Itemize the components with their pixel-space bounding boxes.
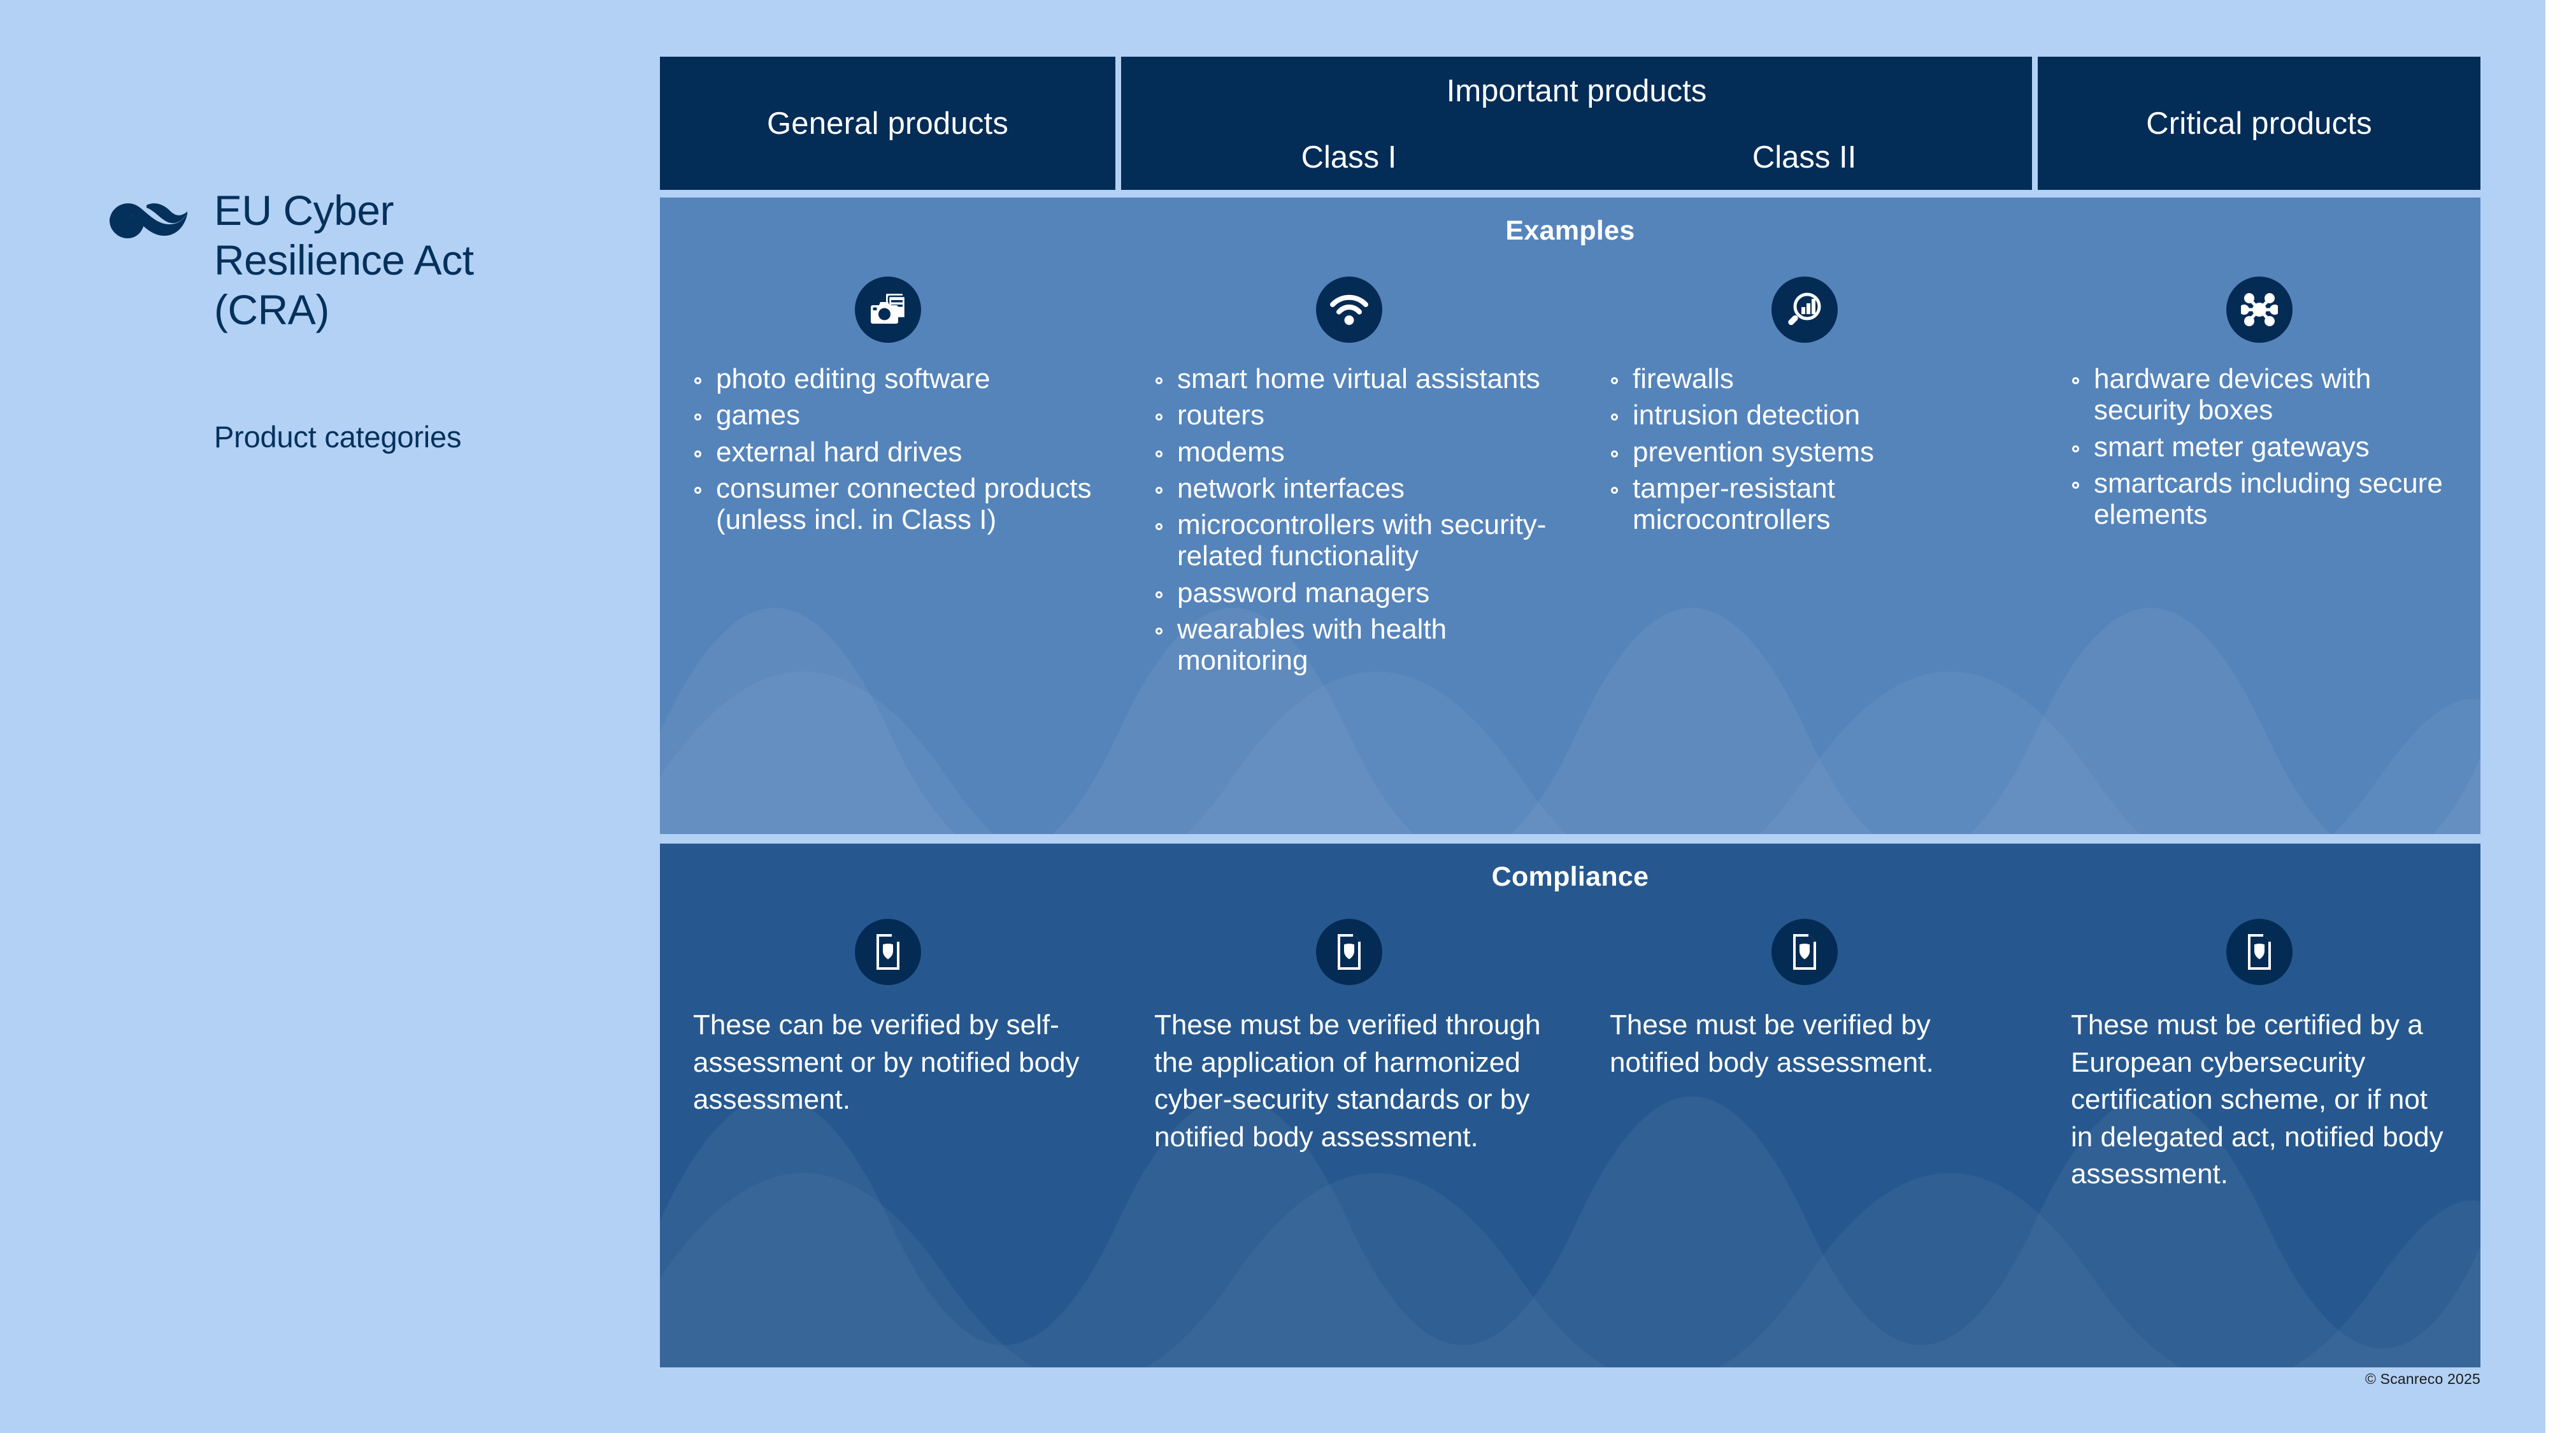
examples-list-class-2: firewalls intrusion detection prevention s… xyxy=(1577,363,2032,535)
compliance-icon-wrap xyxy=(1121,915,1577,989)
examples-icon-wrap xyxy=(1121,273,1577,347)
list-item: intrusion detection xyxy=(1610,400,2013,431)
list-item: consumer connected products (unless incl… xyxy=(693,473,1096,536)
list-item: password managers xyxy=(1154,577,1557,608)
page-subtitle: Product categories xyxy=(214,419,462,454)
document-shield-icon xyxy=(2226,919,2293,985)
compliance-column-critical: These must be certified by a European cy… xyxy=(2038,915,2480,1193)
compliance-icon-wrap xyxy=(1577,915,2032,989)
compliance-panel: Compliance These can be verified by self… xyxy=(660,844,2480,1367)
document-shield-icon xyxy=(1771,919,1838,985)
compliance-column-class-2: These must be verified by notified body … xyxy=(1577,915,2032,1193)
header-general-products-label: General products xyxy=(766,106,1009,141)
examples-column-class-2: firewalls intrusion detection prevention s… xyxy=(1577,273,2032,681)
compliance-column-class-1: These must be verified through the appli… xyxy=(1121,915,1577,1193)
compliance-columns: These can be verified by self-assessment… xyxy=(660,915,2480,1193)
header-critical-products[interactable]: Critical products xyxy=(2038,57,2480,190)
examples-heading: Examples xyxy=(1505,215,1635,246)
wifi-icon xyxy=(1315,277,1382,343)
compliance-text-general: These can be verified by self-assessment… xyxy=(693,1009,1080,1116)
compliance-icon-wrap xyxy=(660,915,1115,989)
header-important-products[interactable]: Important products Class I Class II xyxy=(1121,57,2032,190)
compliance-column-general: These can be verified by self-assessment… xyxy=(660,915,1115,1193)
compliance-text-class-1: These must be verified through the appli… xyxy=(1154,1009,1541,1153)
list-item: wearables with health monitoring xyxy=(1154,614,1557,677)
copyright-notice: © Scanreco 2025 xyxy=(2365,1371,2480,1387)
category-header-band: General products Important products Clas… xyxy=(660,57,2480,190)
examples-icon-wrap xyxy=(2038,273,2480,347)
compliance-heading: Compliance xyxy=(1491,861,1649,892)
list-item: modems xyxy=(1154,436,1557,468)
list-item: smart meter gateways xyxy=(2071,431,2461,463)
header-important-products-label: Important products xyxy=(1446,74,1707,108)
header-class-1-label: Class I xyxy=(1301,140,1397,175)
scanreco-wave-logo xyxy=(108,199,189,241)
list-item: photo editing software xyxy=(693,363,1096,394)
list-item: prevention systems xyxy=(1610,436,2013,468)
list-item: external hard drives xyxy=(693,436,1096,468)
photo-editing-icon xyxy=(854,277,921,343)
examples-column-critical: hardware devices with security boxes smar… xyxy=(2038,273,2480,681)
examples-column-general: photo editing software games external hard… xyxy=(660,273,1115,681)
document-shield-icon xyxy=(854,919,921,985)
list-item: games xyxy=(693,400,1096,431)
examples-icon-wrap xyxy=(1577,273,2032,347)
page-title: EU Cyber Resilience Act (CRA) xyxy=(214,187,474,333)
examples-list-critical: hardware devices with security boxes smar… xyxy=(2038,363,2480,530)
list-item: firewalls xyxy=(1610,363,2013,394)
list-item: smartcards including secure elements xyxy=(2071,468,2461,531)
examples-list-class-1: smart home virtual assistants routers mod… xyxy=(1121,363,1577,676)
examples-panel: Examples xyxy=(660,198,2480,834)
examples-list-general: photo editing software games external hard… xyxy=(660,363,1115,535)
header-important-classes: Class I Class II xyxy=(1121,140,2032,175)
header-general-products[interactable]: General products xyxy=(660,57,1115,190)
network-hub-icon xyxy=(2226,277,2293,343)
list-item: microcontrollers with security-related f… xyxy=(1154,509,1557,572)
brand-block: EU Cyber Resilience Act (CRA) Product ca… xyxy=(108,186,612,454)
right-white-gutter xyxy=(2545,0,2576,1433)
header-critical-products-label: Critical products xyxy=(2146,106,2372,141)
examples-icon-wrap xyxy=(660,273,1115,347)
examples-columns: photo editing software games external hard… xyxy=(660,273,2480,681)
compliance-text-critical: These must be certified by a European cy… xyxy=(2071,1009,2444,1190)
header-class-2-label: Class II xyxy=(1752,140,1857,175)
list-item: network interfaces xyxy=(1154,473,1557,504)
list-item: smart home virtual assistants xyxy=(1154,363,1557,394)
compliance-icon-wrap xyxy=(2038,915,2480,989)
list-item: hardware devices with security boxes xyxy=(2071,363,2461,426)
list-item: routers xyxy=(1154,400,1557,431)
document-shield-icon xyxy=(1315,919,1382,985)
list-item: tamper-resistant microcontrollers xyxy=(1610,473,2013,536)
compliance-text-class-2: These must be verified by notified body … xyxy=(1610,1009,1934,1078)
examples-column-class-1: smart home virtual assistants routers mod… xyxy=(1121,273,1577,681)
magnifier-chart-icon xyxy=(1771,277,1838,343)
